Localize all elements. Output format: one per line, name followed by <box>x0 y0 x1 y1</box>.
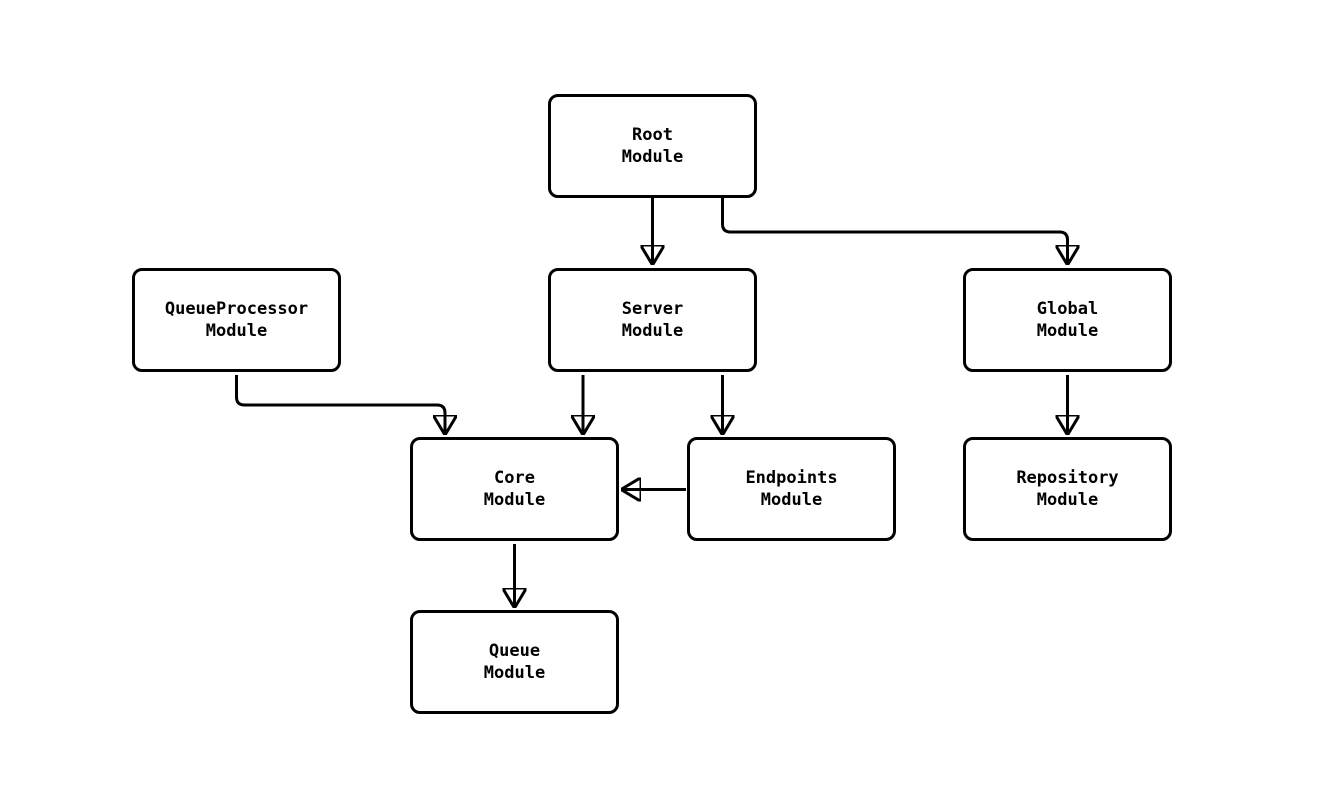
node-queue-module: Queue Module <box>410 610 619 714</box>
node-endpoints-module: Endpoints Module <box>687 437 896 541</box>
node-server-module: Server Module <box>548 268 757 372</box>
node-repository-module: Repository Module <box>963 437 1172 541</box>
edge-root-to-global <box>721 198 1068 264</box>
edge-queueprocessor-to-core <box>235 375 446 434</box>
node-global-module: Global Module <box>963 268 1172 372</box>
node-core-module: Core Module <box>410 437 619 541</box>
node-queueprocessor-module: QueueProcessor Module <box>132 268 341 372</box>
node-root-module: Root Module <box>548 94 757 198</box>
